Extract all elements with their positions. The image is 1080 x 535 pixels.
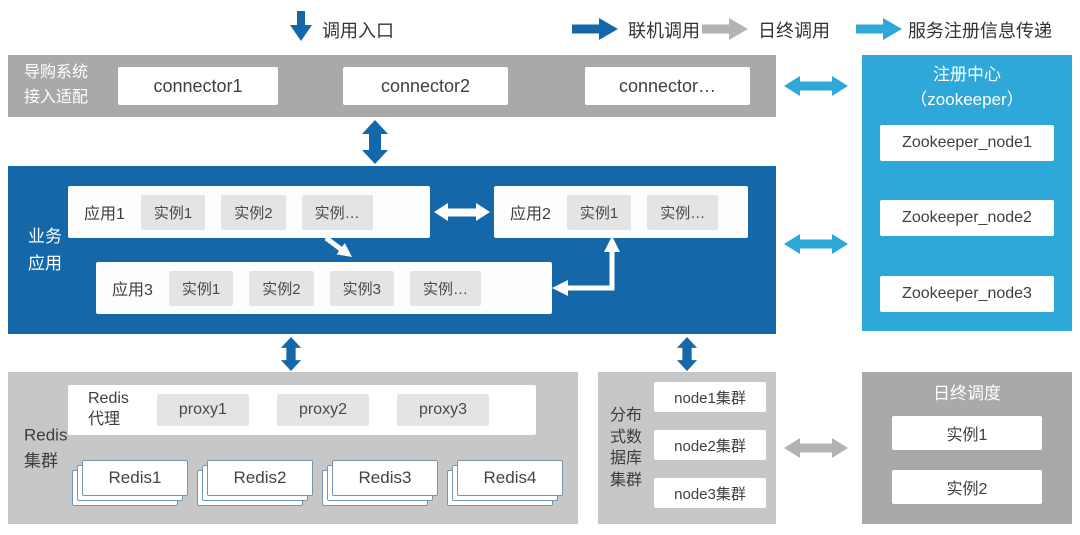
redis-band: Redis 集群 Redis 代理 proxy1 proxy2 proxy3 R… — [8, 372, 578, 524]
proxy-box: proxy2 — [276, 394, 369, 426]
app-name: 应用1 — [84, 206, 125, 223]
app-connection-arrows — [324, 203, 620, 296]
app-name: 应用3 — [112, 282, 153, 299]
right-arrow-online-icon — [572, 18, 618, 40]
horizontal-double-arrow-icon — [784, 234, 848, 254]
zookeeper-node-box: Zookeeper_node3 — [880, 276, 1054, 312]
redis-node-card: Redis1 — [72, 460, 188, 506]
redis-proxy-container: Redis 代理 proxy1 proxy2 proxy3 — [68, 385, 536, 435]
proxy-box: proxy1 — [156, 394, 249, 426]
legend-eod-label: 日终调用 — [758, 21, 830, 41]
redis-node-card: Redis2 — [197, 460, 313, 506]
vertical-double-arrow-icon — [280, 337, 302, 371]
eod-instance-box: 实例1 — [892, 416, 1042, 450]
legend-online-label: 联机调用 — [628, 21, 700, 41]
vertical-double-arrow-icon — [362, 120, 388, 164]
db-node-box: node1集群 — [654, 382, 766, 412]
db-node-box: node3集群 — [654, 478, 766, 508]
vertical-double-arrow-icon — [676, 337, 698, 371]
redis-node-label: Redis3 — [332, 460, 438, 496]
redis-node-label: Redis1 — [82, 460, 188, 496]
right-arrow-eod-icon — [702, 18, 748, 40]
app-name: 应用2 — [510, 206, 551, 223]
redis-proxy-label: Redis 代理 — [88, 390, 129, 428]
instance-box: 实例2 — [249, 270, 314, 306]
instance-box: 实例… — [409, 270, 481, 306]
instance-box: 实例3 — [329, 270, 394, 306]
connector-box: connector2 — [343, 67, 508, 105]
adapter-band: 导购系统 接入适配 connector1 connector2 connecto… — [8, 55, 776, 117]
zookeeper-node-box: Zookeeper_node2 — [880, 200, 1054, 236]
adapter-band-label: 导购系统 接入适配 — [24, 64, 89, 106]
right-arrow-registry-icon — [856, 18, 902, 40]
registry-title: 注册中心 （zookeeper） — [910, 65, 1024, 109]
instance-box: 实例1 — [566, 194, 632, 230]
legend-registry-label: 服务注册信息传递 — [908, 21, 1052, 41]
business-band-label: 业务 应用 — [28, 226, 62, 273]
instance-box: 实例… — [301, 194, 373, 230]
connector-box: connector1 — [118, 67, 278, 105]
proxy-box: proxy3 — [396, 394, 489, 426]
instance-box: 实例… — [647, 194, 719, 230]
connector-box: connector… — [585, 67, 750, 105]
eod-panel: 日终调度 实例1 实例2 — [862, 372, 1072, 524]
instance-box: 实例1 — [140, 194, 206, 230]
database-band-label: 分布 式数 据库 集群 — [610, 406, 643, 489]
registry-panel: 注册中心 （zookeeper） Zookeeper_node1 Zookeep… — [862, 55, 1072, 331]
db-node-box: node2集群 — [654, 430, 766, 460]
app3-container: 应用3 实例1 实例2 实例3 实例… — [96, 262, 552, 314]
redis-node-label: Redis2 — [207, 460, 313, 496]
business-band: 业务 应用 应用1 实例1 实例2 实例… 应用2 实例1 实例… 应用3 实例… — [8, 166, 776, 334]
app1-container: 应用1 实例1 实例2 实例… — [68, 186, 430, 238]
instance-box: 实例2 — [221, 194, 286, 230]
legend-entry-label: 调用入口 — [322, 21, 394, 41]
redis-node-card: Redis4 — [447, 460, 563, 506]
zookeeper-node-box: Zookeeper_node1 — [880, 125, 1054, 161]
database-band: 分布 式数 据库 集群 node1集群 node2集群 node3集群 — [598, 372, 776, 524]
eod-title: 日终调度 — [933, 384, 1001, 403]
eod-instance-box: 实例2 — [892, 470, 1042, 504]
app2-container: 应用2 实例1 实例… — [494, 186, 748, 238]
horizontal-double-arrow-icon — [784, 438, 848, 458]
down-arrow-icon — [290, 11, 312, 41]
redis-node-card: Redis3 — [322, 460, 438, 506]
instance-box: 实例1 — [168, 270, 234, 306]
horizontal-double-arrow-icon — [784, 76, 848, 96]
redis-band-label: Redis 集群 — [24, 425, 68, 471]
redis-node-label: Redis4 — [457, 460, 563, 496]
